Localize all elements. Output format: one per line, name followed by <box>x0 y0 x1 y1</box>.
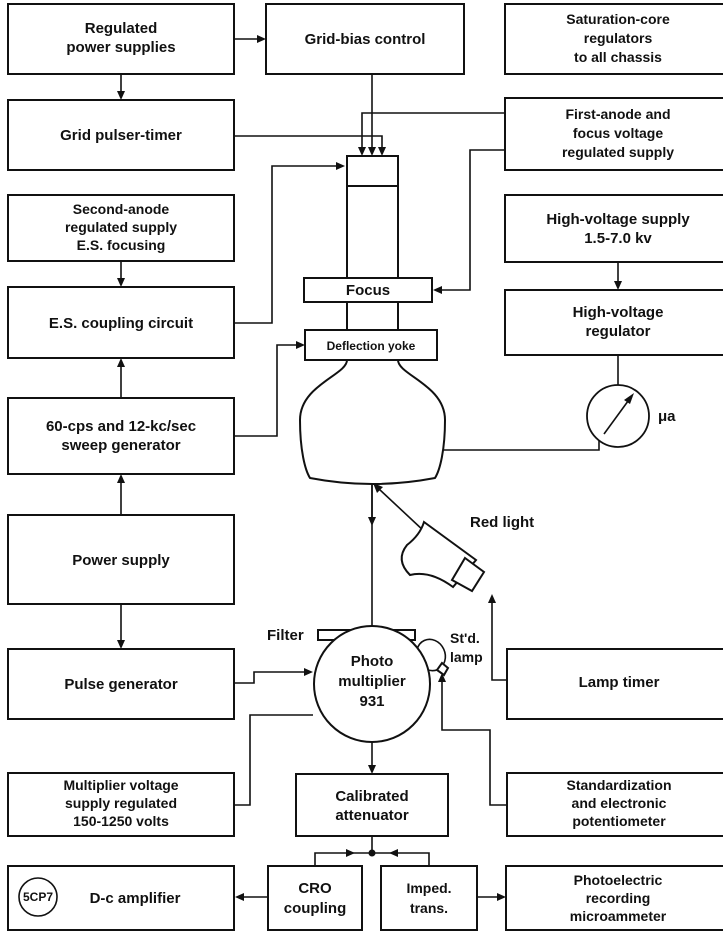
red-light-lamp: Red light <box>400 514 534 593</box>
microammeter-label: μa <box>658 408 676 425</box>
block-label-line: recording <box>586 890 651 906</box>
block-label-line: Second-anode <box>73 201 170 217</box>
block-label-line: power supplies <box>66 39 175 56</box>
block-label-line: Power supply <box>72 552 170 569</box>
block-calibrated-attenuator: Calibrated attenuator <box>295 773 449 837</box>
block-label-line: regulators <box>584 30 653 46</box>
block-label-line: 60-cps and 12-kc/sec <box>46 418 196 435</box>
lamp-socket <box>450 556 486 593</box>
block-label-line: E.S. focusing <box>77 237 166 253</box>
block-label-line: High-voltage supply <box>546 211 690 228</box>
block-label-line: supply regulated <box>65 795 177 811</box>
block-photoelectric-microammeter: Photoelectric recording microammeter <box>505 865 723 931</box>
block-saturation-core-regulators: Saturation-core regulators to all chassi… <box>504 3 723 75</box>
block-lamp-timer: Lamp timer <box>506 648 723 720</box>
lamp-base <box>435 661 450 677</box>
photomultiplier-label-line: Photo <box>351 653 394 670</box>
block-label-line: potentiometer <box>572 813 666 829</box>
block-label-line: sweep generator <box>61 437 180 454</box>
std-lamp-label-line: lamp <box>450 649 483 665</box>
block-power-supply: Power supply <box>7 514 235 605</box>
tube-bulb <box>298 359 447 485</box>
block-label-line: attenuator <box>335 807 409 824</box>
block-label-line: Imped. <box>406 880 451 896</box>
focus-label: Focus <box>346 282 390 299</box>
block-label-line: CRO <box>298 880 332 897</box>
connectors <box>117 35 622 901</box>
block-label-line: Lamp timer <box>579 674 660 691</box>
tube-neck <box>346 185 399 279</box>
block-dc-amplifier: 5CP7 D-c amplifier <box>7 865 235 931</box>
block-label-line: focus voltage <box>573 125 663 141</box>
deflection-yoke-label: Deflection yoke <box>327 339 416 353</box>
block-label-line: Grid pulser-timer <box>60 127 182 144</box>
tube-neck-lower <box>346 301 399 331</box>
block-label-line: D-c amplifier <box>90 890 181 907</box>
block-label-line: High-voltage <box>573 304 664 321</box>
block-label-line: coupling <box>284 900 347 917</box>
oscilloscope-tube-icon <box>18 877 58 917</box>
block-high-voltage-supply: High-voltage supply 1.5-7.0 kv <box>504 194 723 263</box>
block-label-line: Pulse generator <box>64 676 178 693</box>
block-label-line: regulated supply <box>65 219 177 235</box>
block-es-coupling-circuit: E.S. coupling circuit <box>7 286 235 359</box>
block-multiplier-voltage-supply: Multiplier voltage supply regulated 150-… <box>7 772 235 837</box>
block-label-line: Calibrated <box>335 788 408 805</box>
block-label-line: Grid-bias control <box>305 31 426 48</box>
block-label-line: to all chassis <box>574 49 662 65</box>
tube-base <box>346 155 399 187</box>
scope-tube-label: 5CP7 <box>23 890 53 904</box>
block-standardization-potentiometer: Standardization and electronic potentiom… <box>506 772 723 837</box>
block-label-line: 1.5-7.0 kv <box>584 230 652 247</box>
block-pulse-generator: Pulse generator <box>7 648 235 720</box>
photomultiplier-label-line: 931 <box>359 693 384 710</box>
block-label-line: regulated supply <box>562 144 674 160</box>
red-light-label: Red light <box>470 514 534 531</box>
photomultiplier-label-line: multiplier <box>338 673 406 690</box>
block-label-line: Photoelectric <box>574 872 663 888</box>
cathode-ray-tube: Focus Deflection yoke <box>298 155 447 485</box>
focus-coil <box>303 277 433 303</box>
block-first-anode-supply: First-anode and focus voltage regulated … <box>504 97 723 171</box>
block-imped-trans: Imped. trans. <box>380 865 478 931</box>
block-grid-bias-control: Grid-bias control <box>265 3 465 75</box>
block-label-line: microammeter <box>570 908 667 924</box>
block-label-line: Standardization <box>566 777 671 793</box>
std-lamp-label-line: St'd. <box>450 630 480 646</box>
block-label-line: Regulated <box>85 20 158 37</box>
block-label-line: 150-1250 volts <box>73 813 169 829</box>
block-label-line: First-anode and <box>565 106 670 122</box>
filter-label: Filter <box>267 627 304 644</box>
block-label-line: E.S. coupling circuit <box>49 315 193 332</box>
block-high-voltage-regulator: High-voltage regulator <box>504 289 723 356</box>
block-cro-coupling: CRO coupling <box>267 865 363 931</box>
block-grid-pulser-timer: Grid pulser-timer <box>7 99 235 171</box>
photomultiplier-tube-icon <box>313 625 431 743</box>
block-label-line: and electronic <box>572 795 667 811</box>
block-label-line: regulator <box>585 323 650 340</box>
block-label-line: Saturation-core <box>566 11 670 27</box>
block-regulated-power-supplies: Regulated power supplies <box>7 3 235 75</box>
photomultiplier-931: Photo multiplier 931 <box>313 625 431 743</box>
block-label-line: Multiplier voltage <box>63 777 178 793</box>
block-label-line: trans. <box>410 900 448 916</box>
block-second-anode-supply: Second-anode regulated supply E.S. focus… <box>7 194 235 262</box>
microammeter: μa <box>586 384 676 448</box>
block-sweep-generator: 60-cps and 12-kc/sec sweep generator <box>7 397 235 475</box>
